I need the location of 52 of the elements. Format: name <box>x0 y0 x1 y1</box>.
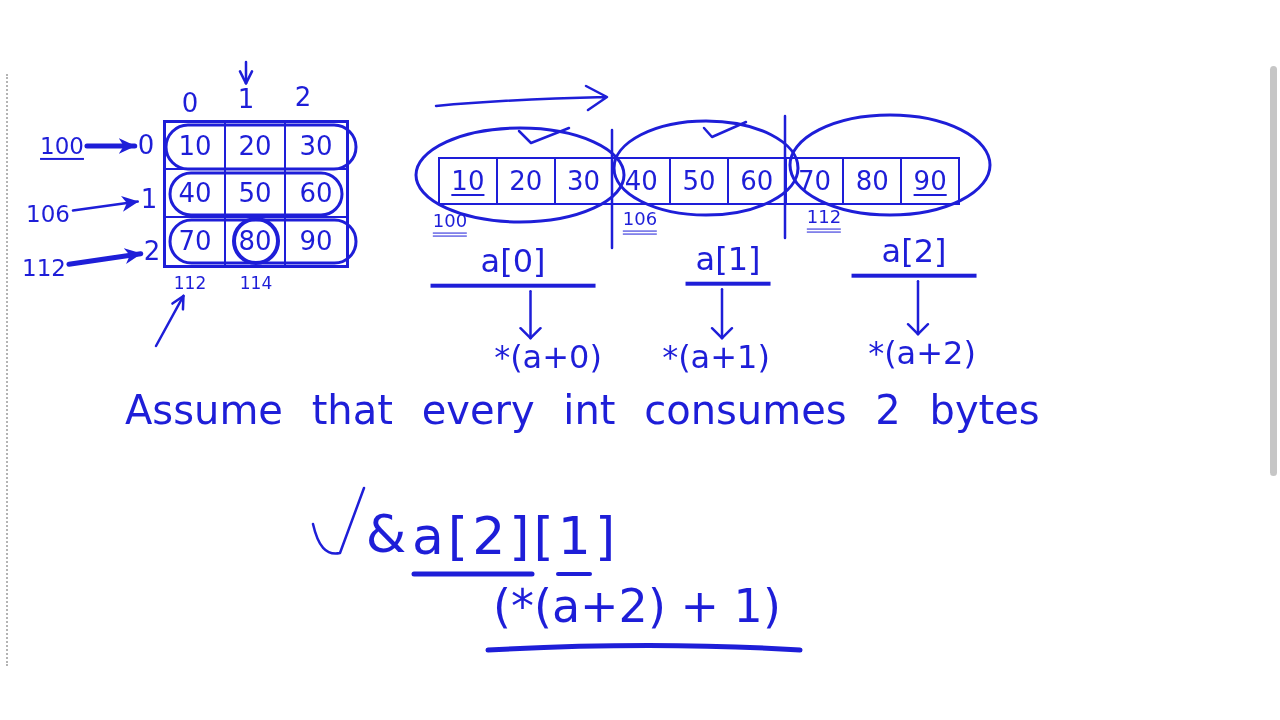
pointer-expression: *(a+2) <box>868 337 976 371</box>
pointer-expression: *(a+0) <box>494 341 602 375</box>
memory-cell: 10 <box>440 159 498 203</box>
arrow <box>710 288 734 340</box>
memory-address: 112 <box>22 255 66 281</box>
array-cell: 20 <box>226 123 286 171</box>
column-index: 1 <box>237 86 255 114</box>
memory-cell: 40 <box>613 159 672 203</box>
arrow <box>238 60 254 85</box>
arrow <box>154 294 185 348</box>
arrow <box>71 195 139 212</box>
array-cell: 10 <box>166 123 226 171</box>
expression-text: a[2][1] <box>412 508 620 564</box>
memory-cell: 60 <box>728 159 787 203</box>
note-text: Assume that every int consumes 2 bytes <box>125 389 1040 431</box>
memory-address: 106 <box>26 201 70 227</box>
array-cell: 60 <box>286 170 346 218</box>
memory-strip <box>438 157 960 205</box>
arrow <box>519 290 542 340</box>
expression-text: (*(a+2) + 1) <box>493 581 781 631</box>
arrow <box>66 248 144 267</box>
arrow <box>84 138 138 154</box>
array-cell: 70 <box>166 217 226 265</box>
pointer-expression: *(a+1) <box>662 341 770 375</box>
array-cell: 40 <box>166 170 226 218</box>
memory-cell: 30 <box>555 159 614 203</box>
array-expression: a[2] <box>851 234 977 278</box>
expression-text: & <box>364 506 408 562</box>
column-index: 0 <box>181 90 199 118</box>
array-cell: 50 <box>226 170 286 218</box>
arrow <box>906 280 930 336</box>
array-cell: 30 <box>286 123 346 171</box>
array-grid <box>163 120 349 268</box>
array-cell: 90 <box>286 217 346 265</box>
array-expression: a[1] <box>685 242 771 286</box>
memory-cell: 20 <box>497 159 556 203</box>
memory-address: 112 <box>173 275 207 293</box>
memory-address: 106 <box>622 209 658 235</box>
memory-cell: 90 <box>902 159 959 203</box>
memory-address: 100 <box>432 211 468 237</box>
array-expression: a[0] <box>430 244 596 288</box>
memory-cell: 70 <box>786 159 845 203</box>
memory-address: 114 <box>239 275 273 293</box>
memory-address: 112 <box>806 207 842 233</box>
memory-address: 100 <box>40 133 84 159</box>
row-index: 1 <box>140 186 158 214</box>
row-index: 0 <box>137 132 155 160</box>
column-index: 2 <box>294 84 312 112</box>
array-cell: 80 <box>226 217 286 265</box>
memory-cell: 50 <box>671 159 729 203</box>
row-index: 2 <box>143 238 161 266</box>
memory-cell: 80 <box>844 159 903 203</box>
